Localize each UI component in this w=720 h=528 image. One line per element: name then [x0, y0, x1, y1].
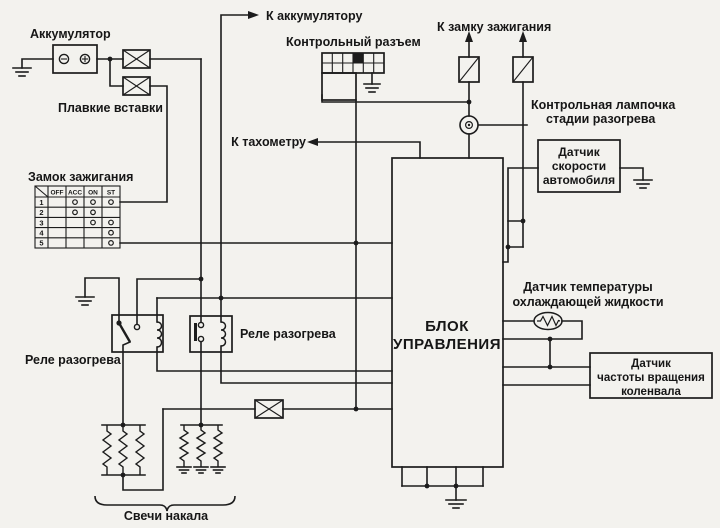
table-row-number: 5	[39, 239, 43, 248]
wiring	[21, 14, 644, 501]
arrow-up-to-ignition-2-icon	[519, 31, 527, 42]
st-fuse-2-icon	[512, 56, 534, 83]
table-row-number: 4	[39, 229, 44, 238]
warmup-relay-2-label: Реле разогрева	[240, 327, 337, 341]
test-connector-icon	[321, 52, 385, 101]
battery-icon	[52, 44, 98, 74]
ground-icons	[12, 67, 653, 509]
speed-sensor-label-3: автомобиля	[543, 173, 615, 187]
crank-sensor-label-1: Датчик	[631, 358, 671, 370]
ground-relay-icon	[75, 296, 95, 306]
warmup-relay-1-label: Реле разогрева	[25, 353, 122, 367]
warmup-lamp-label-2: стадии разогрева	[546, 112, 656, 126]
contact-mark	[90, 199, 96, 206]
contact-mark	[90, 219, 96, 226]
glow-plugs-brace	[94, 495, 236, 512]
fusible-links-label: Плавкие вставки	[58, 101, 163, 115]
direction-arrows	[248, 11, 527, 146]
to-battery-label: К аккумулятору	[266, 9, 363, 23]
ignition-lock-label: Замок зажигания	[28, 170, 133, 184]
control-unit-label-1: БЛОК	[425, 318, 469, 335]
crank-sensor-box	[589, 352, 713, 399]
table-col-header: ACC	[68, 190, 82, 197]
control-unit-label-2: УПРАВЛЕНИЯ	[393, 336, 501, 353]
ground-speed-sensor-icon	[633, 179, 653, 189]
arrow-right-to-battery-icon	[248, 11, 259, 19]
coolant-temp-sensor-icon	[533, 311, 563, 331]
ignition-switch-table: OFF ACC ON ST 123 45	[34, 185, 121, 249]
crank-sensor-label-3: коленвала	[621, 386, 681, 398]
coolant-sensor-label-2: охлаждающей жидкости	[512, 295, 663, 309]
table-row-number: 2	[39, 208, 43, 217]
warmup-lamp-label-1: Контрольная лампочка	[531, 98, 676, 112]
control-unit-box	[391, 157, 504, 468]
contact-mark	[108, 229, 114, 236]
glow-plugs-group-2	[178, 425, 224, 467]
fusible-link-2-icon	[122, 76, 151, 96]
table-col-header: ST	[107, 190, 115, 197]
junction-dots	[107, 56, 553, 489]
fusible-link-1-icon	[122, 49, 151, 69]
table-row-number: 1	[39, 198, 43, 207]
ground-glowplug-icons	[176, 466, 226, 474]
st-fuse-1-icon	[458, 56, 480, 83]
contact-mark	[72, 199, 78, 206]
contact-mark	[108, 219, 114, 226]
table-col-header: ON	[88, 190, 98, 197]
speed-sensor-label-1: Датчик	[558, 145, 600, 159]
table-col-header: OFF	[51, 190, 64, 197]
arrow-up-to-ignition-1-icon	[465, 31, 473, 42]
contact-mark	[72, 209, 78, 216]
ground-control-unit-icon	[445, 499, 467, 509]
ground-connector-icon	[363, 83, 381, 93]
ignition-table-marks: OFF ACC ON ST 123 45	[39, 190, 115, 248]
glow-plugs-group-1	[101, 425, 146, 475]
ground-battery-icon	[12, 67, 32, 77]
warmup-relay-1-icon	[111, 314, 164, 353]
warmup-relay-2-icon	[189, 315, 233, 353]
speed-sensor-box	[537, 139, 621, 193]
crank-sensor-label-2: частоты вращения	[597, 372, 705, 384]
speed-sensor-label-2: скорости	[552, 159, 606, 173]
glow-plugs-label: Свечи накала	[124, 509, 209, 523]
to-tachometer-label: К тахометру	[231, 135, 306, 149]
battery-label: Аккумулятор	[30, 27, 111, 41]
arrow-left-to-tachometer-icon	[307, 138, 318, 146]
coolant-sensor-label-1: Датчик температуры	[523, 280, 652, 294]
table-row-number: 3	[39, 218, 43, 227]
to-ignition-lock-label: К замку зажигания	[437, 20, 551, 34]
contact-mark	[108, 239, 114, 246]
contact-mark	[90, 209, 96, 216]
contact-mark	[108, 199, 114, 206]
test-connector-label: Контрольный разъем	[286, 35, 421, 49]
glow-fuse-icon	[254, 399, 284, 419]
warmup-indicator-lamp-icon	[459, 115, 479, 135]
